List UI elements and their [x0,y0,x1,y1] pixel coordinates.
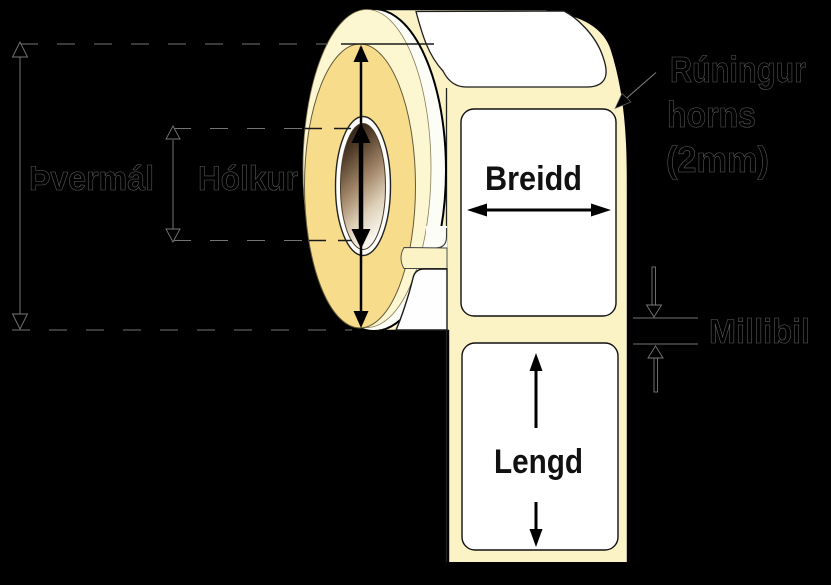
svg-text:Rúningur: Rúningur [670,49,806,90]
svg-text:(2mm): (2mm) [666,139,769,180]
svg-text:Breidd: Breidd [485,160,582,198]
svg-text:Þvermál: Þvermál [29,160,154,198]
svg-text:Millibil: Millibil [709,313,810,351]
svg-text:Hólkur: Hólkur [198,160,298,198]
svg-text:horns: horns [667,94,756,135]
svg-text:Lengd: Lengd [494,443,583,481]
